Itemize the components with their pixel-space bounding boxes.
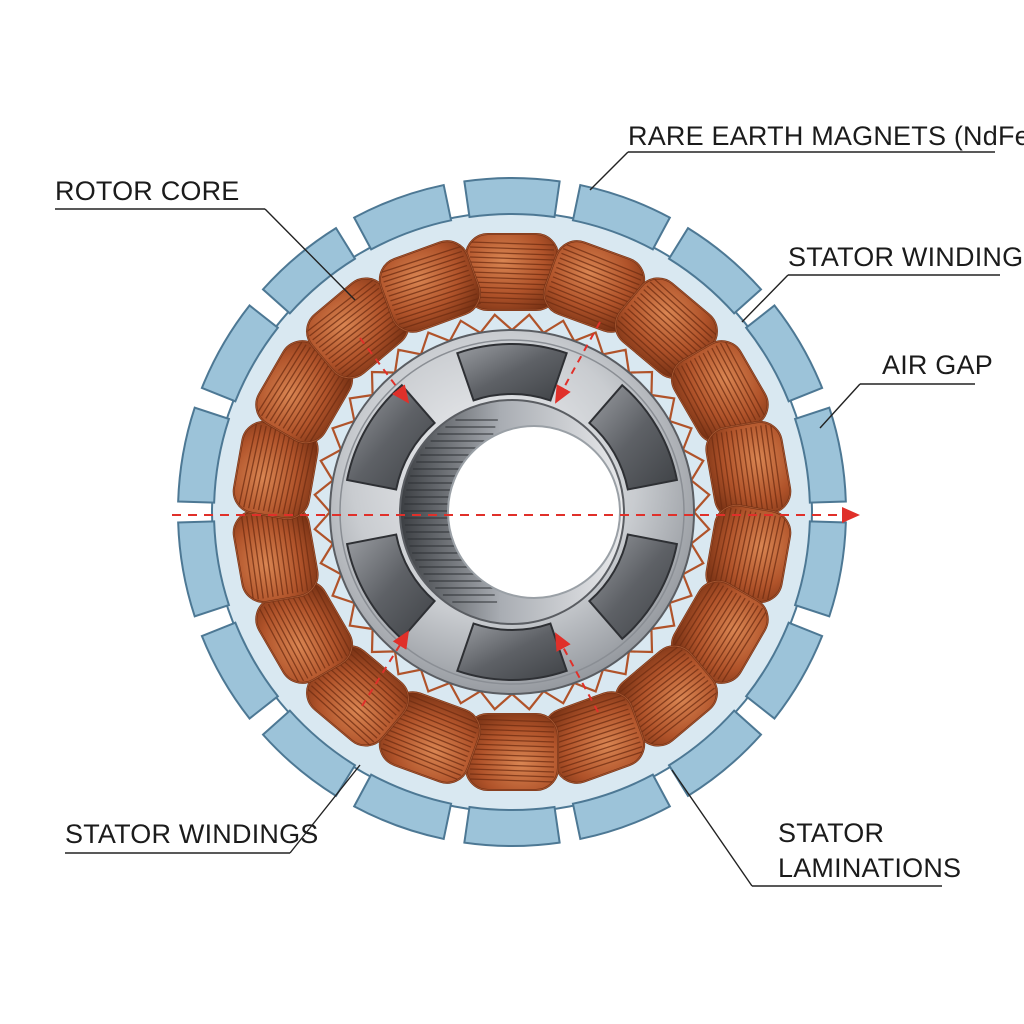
lamination-tooth xyxy=(667,226,763,315)
gap-arrow xyxy=(555,632,599,713)
copper-coil xyxy=(465,713,559,791)
copper-coil xyxy=(705,420,792,520)
copper-coil xyxy=(543,691,646,784)
rotor-assembly xyxy=(329,329,695,695)
stator-coils xyxy=(232,233,792,791)
shaft-hole xyxy=(447,425,621,599)
copper-coil xyxy=(232,420,319,520)
lamination-tooth xyxy=(744,621,824,720)
rare-earth-magnet xyxy=(456,343,568,402)
rare-earth-magnet xyxy=(345,533,436,641)
lamination-tooth xyxy=(352,773,453,841)
callout-rotor-core: ROTOR CORE xyxy=(55,176,356,301)
label-rare-earth-magnets: RARE EARTH MAGNETS (NdFeB) xyxy=(628,121,1024,151)
label-rotor-core: ROTOR CORE xyxy=(55,176,240,206)
lamination-tooth xyxy=(793,520,847,618)
copper-coil xyxy=(670,340,769,446)
copper-coil xyxy=(232,504,319,604)
copper-coil xyxy=(378,240,481,333)
copper-coil xyxy=(465,233,559,311)
lamination-tooth xyxy=(793,406,847,504)
rare-earth-magnet xyxy=(588,533,679,641)
lamination-tooth xyxy=(744,304,824,403)
lamination-tooth xyxy=(200,304,280,403)
lamination-tooth xyxy=(571,183,672,251)
callout-stator-windings-top: STATOR WINDINGS xyxy=(741,242,1024,323)
rare-earth-magnet xyxy=(456,622,568,681)
label-stator-laminations-line2: LAMINATIONS xyxy=(778,853,961,883)
copper-coil xyxy=(705,504,792,604)
copper-coil xyxy=(255,578,354,684)
lamination-tooth xyxy=(261,226,357,315)
lamination-tooth xyxy=(352,183,453,251)
copper-coil xyxy=(378,691,481,784)
copper-coil xyxy=(612,645,719,747)
gap-arrow xyxy=(555,321,601,404)
lamination-tooth xyxy=(463,805,561,847)
lamination-tooth xyxy=(177,406,231,504)
lamination-tooth xyxy=(177,520,231,618)
label-stator-laminations-line1: STATOR xyxy=(778,818,884,848)
callout-stator-windings-bottom: STATOR WINDINGS xyxy=(65,764,361,854)
gap-arrow xyxy=(359,337,410,404)
lamination-tooth xyxy=(463,177,561,219)
label-air-gap: AIR GAP xyxy=(882,350,993,380)
callout-rare-earth-magnets: RARE EARTH MAGNETS (NdFeB) xyxy=(589,121,1024,191)
air-gap-dimension-lines xyxy=(172,321,860,713)
label-stator-windings-top: STATOR WINDINGS xyxy=(788,242,1024,272)
callout-stator-laminations: STATOR LAMINATIONS xyxy=(671,769,961,887)
lamination-tooth xyxy=(571,773,672,841)
lamination-tooth xyxy=(200,621,280,720)
gap-arrow xyxy=(361,630,410,707)
copper-coil xyxy=(614,277,718,381)
rare-earth-magnet xyxy=(588,383,679,491)
lamination-tooth xyxy=(261,709,357,798)
callout-air-gap: AIR GAP xyxy=(819,350,993,429)
label-stator-windings-bottom: STATOR WINDINGS xyxy=(65,819,319,849)
lamination-tooth xyxy=(667,709,763,798)
